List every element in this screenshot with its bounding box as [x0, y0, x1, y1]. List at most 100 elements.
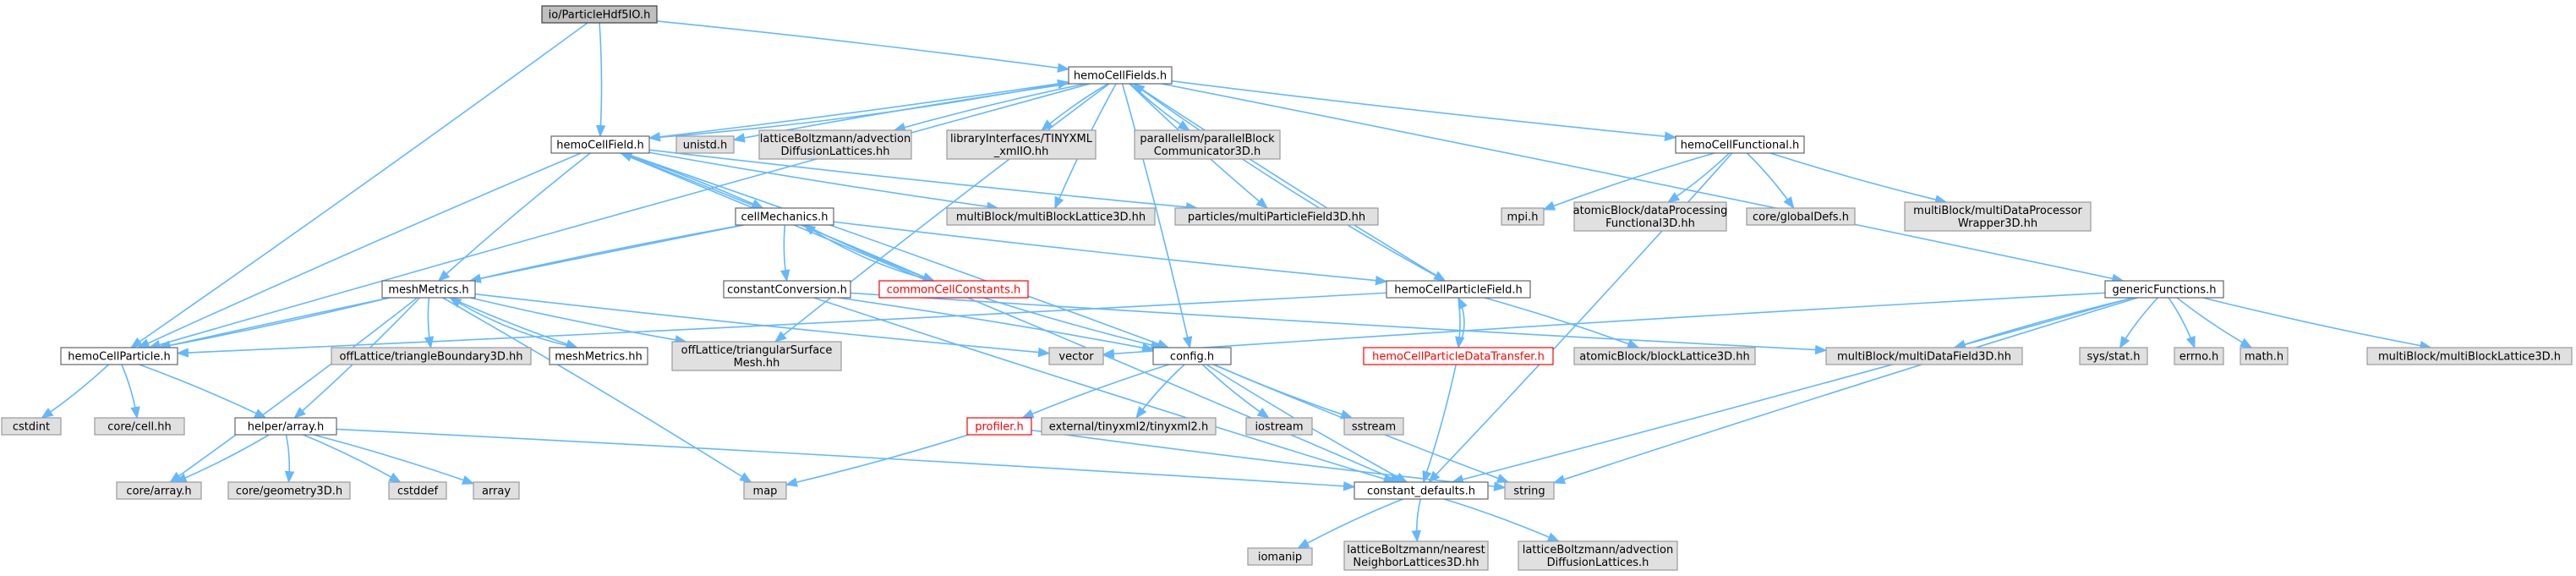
node-tinyxml2[interactable]: external/tinyxml2/tinyxml2.h — [1041, 417, 1217, 436]
node-multiBlockLattice3Dhh[interactable]: multiBlock/multiBlockLattice3D.hh — [946, 207, 1156, 226]
node-cstdint[interactable]: cstdint — [1, 417, 62, 436]
node-sstream[interactable]: sstream — [1343, 417, 1404, 436]
node-offLatticeTriangleBoundary[interactable]: offLattice/triangleBoundary3D.hh — [331, 347, 532, 365]
node-meshMetrics[interactable]: meshMetrics.h — [381, 280, 476, 299]
node-cellMechanics[interactable]: cellMechanics.h — [735, 207, 834, 226]
node-cstddef[interactable]: cstddef — [388, 481, 447, 500]
node-box[interactable] — [1174, 207, 1379, 226]
node-multiDataField[interactable]: multiBlock/multiDataField3D.hh — [1825, 347, 2023, 365]
node-box[interactable] — [1504, 481, 1555, 500]
node-multiBlockLattice3Dh[interactable]: multiBlock/multiBlockLattice3D.h — [2366, 347, 2573, 365]
node-hemoCellParticle[interactable]: hemoCellParticle.h — [60, 347, 178, 365]
node-box[interactable] — [758, 129, 912, 160]
node-hemoCellParticleDataTransfer[interactable]: hemoCellParticleDataTransfer.h — [1363, 347, 1554, 365]
node-atomicBlockLattice[interactable]: atomicBlock/blockLattice3D.hh — [1573, 347, 1756, 365]
node-box[interactable] — [1501, 207, 1545, 226]
node-sysstat[interactable]: sys/stat.h — [2079, 347, 2148, 365]
node-multiDataProcessor[interactable]: multiBlock/multiDataProcessorWrapper3D.h… — [1904, 201, 2092, 232]
node-box[interactable] — [878, 280, 1029, 299]
node-hemoCellFunctional[interactable]: hemoCellFunctional.h — [1675, 135, 1805, 154]
node-iomanip[interactable]: iomanip — [1247, 547, 1313, 566]
node-box[interactable] — [1068, 66, 1173, 85]
node-nearestNeighbor[interactable]: latticeBoltzmann/nearestNeighborLattices… — [1343, 540, 1489, 571]
node-box[interactable] — [2366, 347, 2573, 365]
node-box[interactable] — [1343, 540, 1489, 571]
node-helperArray[interactable]: helper/array.h — [234, 417, 337, 436]
node-errno[interactable]: errno.h — [2174, 347, 2224, 365]
node-coreArray[interactable]: core/array.h — [116, 481, 202, 500]
node-box[interactable] — [549, 347, 648, 365]
node-box[interactable] — [735, 207, 834, 226]
node-box[interactable] — [743, 481, 787, 500]
node-box[interactable] — [381, 280, 476, 299]
node-box[interactable] — [1, 417, 62, 436]
node-box[interactable] — [1675, 135, 1805, 154]
node-box[interactable] — [2240, 347, 2289, 365]
node-multiParticleField[interactable]: particles/multiParticleField3D.hh — [1174, 207, 1379, 226]
node-box[interactable] — [1904, 201, 2092, 232]
node-vector[interactable]: vector — [1048, 347, 1104, 365]
node-box[interactable] — [675, 135, 735, 154]
node-box[interactable] — [671, 341, 842, 371]
node-box[interactable] — [1386, 280, 1531, 299]
node-box[interactable] — [946, 129, 1097, 160]
node-box[interactable] — [1825, 347, 2023, 365]
node-hemoCellField[interactable]: hemoCellField.h — [550, 135, 650, 154]
node-config[interactable]: config.h — [1152, 347, 1232, 365]
node-box[interactable] — [541, 5, 658, 24]
node-commonCellConstants[interactable]: commonCellConstants.h — [878, 280, 1029, 299]
node-meshMetricsHH[interactable]: meshMetrics.hh — [549, 347, 648, 365]
node-box[interactable] — [1041, 417, 1217, 436]
node-root[interactable]: io/ParticleHdf5IO.h — [541, 5, 658, 24]
node-map[interactable]: map — [743, 481, 787, 500]
node-box[interactable] — [723, 280, 851, 299]
node-atomicDataProcessing[interactable]: atomicBlock/dataProcessingFunctional3D.h… — [1573, 201, 1728, 232]
node-unistd[interactable]: unistd.h — [675, 135, 735, 154]
node-math[interactable]: math.h — [2240, 347, 2289, 365]
node-tinyxmlIO[interactable]: libraryInterfaces/TINYXML_xmlIO.hh — [946, 129, 1097, 160]
node-box[interactable] — [473, 481, 520, 500]
node-constantConversion[interactable]: constantConversion.h — [723, 280, 851, 299]
node-box[interactable] — [966, 417, 1032, 436]
node-box[interactable] — [1746, 207, 1856, 226]
node-constantDefaults[interactable]: constant_defaults.h — [1354, 481, 1489, 500]
node-mpi[interactable]: mpi.h — [1501, 207, 1545, 226]
node-box[interactable] — [1152, 347, 1232, 365]
node-box[interactable] — [1343, 417, 1404, 436]
node-box[interactable] — [1354, 481, 1489, 500]
node-box[interactable] — [1247, 547, 1313, 566]
node-box[interactable] — [2079, 347, 2148, 365]
node-box[interactable] — [1518, 540, 1678, 571]
node-box[interactable] — [94, 417, 185, 436]
node-string[interactable]: string — [1504, 481, 1555, 500]
node-box[interactable] — [1573, 201, 1727, 232]
node-box[interactable] — [1363, 347, 1554, 365]
node-profiler[interactable]: profiler.h — [966, 417, 1032, 436]
node-box[interactable] — [2104, 280, 2224, 299]
node-hemoCellFields[interactable]: hemoCellFields.h — [1068, 66, 1173, 85]
node-box[interactable] — [60, 347, 178, 365]
node-box[interactable] — [1573, 347, 1756, 365]
node-parallelBlock[interactable]: parallelism/parallelBlockCommunicator3D.… — [1134, 129, 1281, 160]
node-coreCell[interactable]: core/cell.hh — [94, 417, 185, 436]
node-advDiffLatticesH[interactable]: latticeBoltzmann/advectionDiffusionLatti… — [1518, 540, 1678, 571]
node-box[interactable] — [946, 207, 1156, 226]
node-box[interactable] — [1048, 347, 1104, 365]
node-box[interactable] — [388, 481, 447, 500]
node-iostream[interactable]: iostream — [1245, 417, 1313, 436]
node-globalDefs[interactable]: core/globalDefs.h — [1746, 207, 1856, 226]
node-box[interactable] — [1134, 129, 1281, 160]
node-hemoCellParticleField[interactable]: hemoCellParticleField.h — [1386, 280, 1531, 299]
node-box[interactable] — [1245, 417, 1313, 436]
node-box[interactable] — [331, 347, 532, 365]
node-latticeBoltzmannAdvDiff[interactable]: latticeBoltzmann/advectionDiffusionLatti… — [758, 129, 912, 160]
node-array[interactable]: array — [473, 481, 520, 500]
node-box[interactable] — [2174, 347, 2224, 365]
node-box[interactable] — [116, 481, 202, 500]
node-genericFunctions[interactable]: genericFunctions.h — [2104, 280, 2224, 299]
node-box[interactable] — [550, 135, 650, 154]
node-box[interactable] — [227, 481, 351, 500]
node-box[interactable] — [234, 417, 337, 436]
node-coreGeometry[interactable]: core/geometry3D.h — [227, 481, 351, 500]
